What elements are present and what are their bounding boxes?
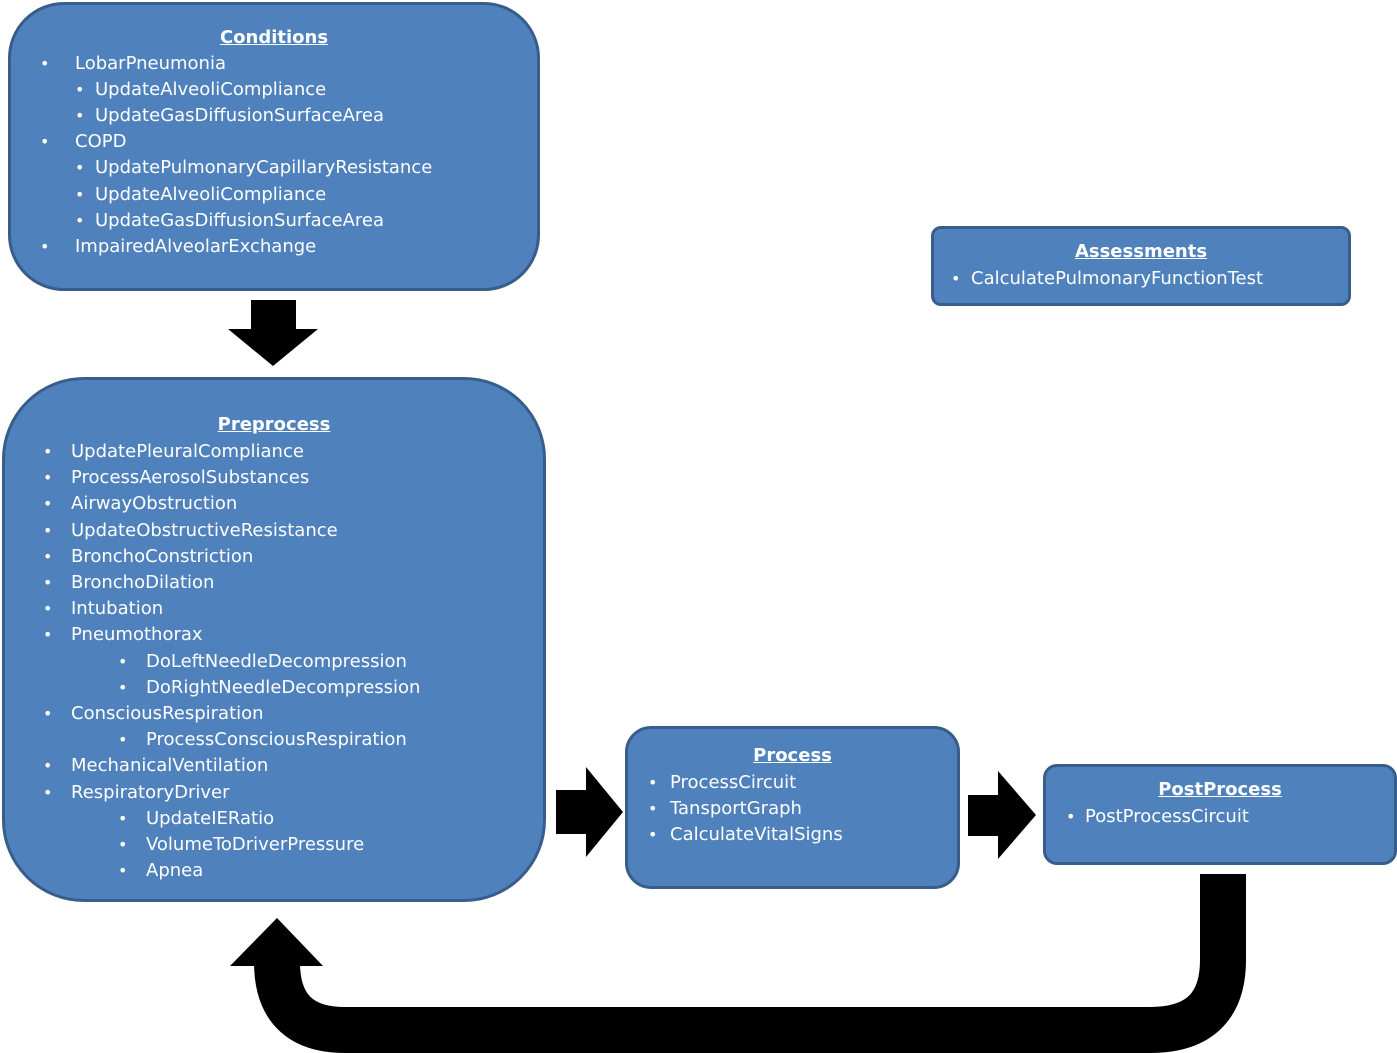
preprocess-list-item: AirwayObstruction <box>71 493 238 514</box>
bullet-icon: • <box>118 861 128 880</box>
preprocess-list-item: MechanicalVentilation <box>71 755 269 776</box>
preprocess-to-process-arrow <box>556 767 623 857</box>
preprocess-title: Preprocess <box>217 414 331 435</box>
conditions-list-item: COPD <box>75 131 127 152</box>
bullet-icon: • <box>75 185 85 204</box>
bullet-icon: • <box>43 494 53 513</box>
preprocess-list-item: ProcessAerosolSubstances <box>71 467 310 488</box>
conditions-list-item: UpdatePulmonaryCapillaryResistance <box>95 157 433 178</box>
process-box: Process • ProcessCircuit • TansportGraph • Ca… <box>625 726 960 889</box>
postprocess-box: PostProcess • PostProcessCircuit <box>1043 764 1397 865</box>
bullet-icon: • <box>40 54 50 73</box>
preprocess-list-item: Intubation <box>71 598 164 619</box>
process-title: Process <box>753 745 832 766</box>
bullet-icon: • <box>648 773 658 792</box>
process-list-item: ProcessCircuit <box>670 772 797 793</box>
conditions-to-preprocess-arrow <box>228 300 318 366</box>
loop-arrow-head <box>230 918 323 966</box>
bullet-icon: • <box>1066 807 1076 826</box>
bullet-icon: • <box>43 547 53 566</box>
postprocess-title: PostProcess <box>1158 779 1282 800</box>
preprocess-list-item: ProcessConsciousRespiration <box>146 729 407 750</box>
bullet-icon: • <box>43 599 53 618</box>
bullet-icon: • <box>43 625 53 644</box>
preprocess-list-item: ConsciousRespiration <box>71 703 264 724</box>
assessments-title: Assessments <box>1074 241 1208 262</box>
preprocess-list-item: VolumeToDriverPressure <box>146 834 365 855</box>
preprocess-list-item: DoRightNeedleDecompression <box>146 677 421 698</box>
bullet-icon: • <box>75 106 85 125</box>
bullet-icon: • <box>118 835 128 854</box>
bullet-icon: • <box>43 573 53 592</box>
bullet-icon: • <box>118 730 128 749</box>
conditions-list-item: UpdateGasDiffusionSurfaceArea <box>95 105 385 126</box>
preprocess-list-item: Apnea <box>146 860 204 881</box>
bullet-icon: • <box>118 678 128 697</box>
preprocess-list-item: BronchoConstriction <box>71 546 254 567</box>
conditions-list-item: UpdateGasDiffusionSurfaceArea <box>95 210 385 231</box>
conditions-title: Conditions <box>219 27 329 48</box>
assessments-box: Assessments • CalculatePulmonaryFunctionT… <box>931 226 1351 306</box>
bullet-icon: • <box>648 825 658 844</box>
process-list-item: CalculateVitalSigns <box>670 824 843 845</box>
preprocess-list-item: BronchoDilation <box>71 572 215 593</box>
preprocess-list-item: UpdateObstructiveResistance <box>71 520 338 541</box>
preprocess-list-item: UpdateIERatio <box>146 808 275 829</box>
conditions-list-item: UpdateAlveoliCompliance <box>95 79 327 100</box>
preprocess-list-item: UpdatePleuralCompliance <box>71 441 304 462</box>
bullet-icon: • <box>43 521 53 540</box>
bullet-icon: • <box>40 132 50 151</box>
bullet-icon: • <box>118 809 128 828</box>
preprocess-list-item: Pneumothorax <box>71 624 203 645</box>
bullet-icon: • <box>43 468 53 487</box>
bullet-icon: • <box>40 237 50 256</box>
preprocess-list-item: DoLeftNeedleDecompression <box>146 651 407 672</box>
process-list-item: TansportGraph <box>670 798 802 819</box>
conditions-list-item: UpdateAlveoliCompliance <box>95 184 327 205</box>
bullet-icon: • <box>648 799 658 818</box>
conditions-list-item: ImpairedAlveolarExchange <box>75 236 317 257</box>
conditions-list-item: LobarPneumonia <box>75 53 226 74</box>
conditions-box: Conditions • LobarPneumonia • UpdateAlveoli… <box>8 2 540 291</box>
bullet-icon: • <box>75 158 85 177</box>
postprocess-to-preprocess-loop-arrow <box>254 874 1246 1053</box>
assessments-list-item: CalculatePulmonaryFunctionTest <box>971 268 1264 289</box>
bullet-icon: • <box>43 442 53 461</box>
bullet-icon: • <box>75 211 85 230</box>
process-to-postprocess-arrow <box>968 771 1036 859</box>
bullet-icon: • <box>118 652 128 671</box>
bullet-icon: • <box>43 783 53 802</box>
bullet-icon: • <box>43 756 53 775</box>
bullet-icon: • <box>75 80 85 99</box>
bullet-icon: • <box>951 269 961 288</box>
postprocess-list-item: PostProcessCircuit <box>1085 806 1249 827</box>
preprocess-box: Preprocess • UpdatePleuralCompliance • Proc… <box>2 377 546 902</box>
bullet-icon: • <box>43 704 53 723</box>
preprocess-list-item: RespiratoryDriver <box>71 782 230 803</box>
